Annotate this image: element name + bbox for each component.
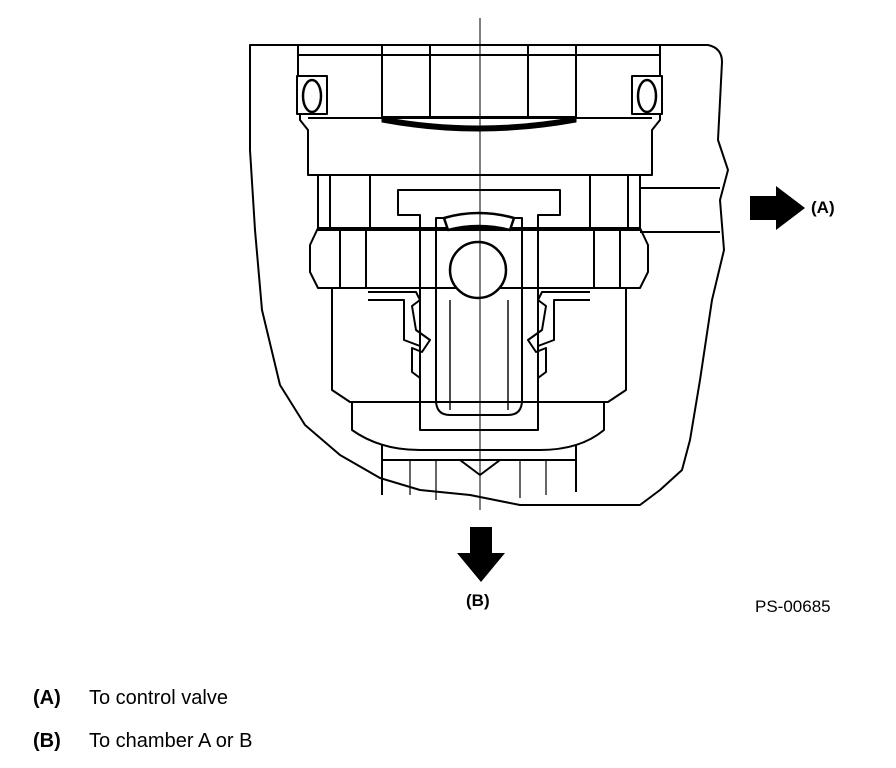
poppet-inner <box>435 217 523 416</box>
arrow-to-b-icon <box>457 527 505 582</box>
poppet-bore-lines <box>449 300 509 410</box>
lower-collar <box>351 402 605 451</box>
legend-key: (B) <box>33 730 61 752</box>
mid-body <box>317 174 641 231</box>
valve-cross-section-diagram <box>249 18 805 582</box>
hex-nut-flats <box>339 228 621 288</box>
legend-text: To chamber A or B <box>89 730 253 752</box>
housing-outline <box>249 44 729 506</box>
mid-body-steps <box>329 175 629 228</box>
legend-key: (A) <box>33 687 61 709</box>
o-ring-left <box>301 78 323 114</box>
o-ring-right <box>636 78 658 114</box>
legend-text: To control valve <box>89 687 228 709</box>
poppet-outer <box>397 189 561 431</box>
legend-item-b: (B) To chamber A or B <box>33 731 252 751</box>
check-ball <box>448 240 508 300</box>
figure-code: PS-00685 <box>755 597 831 616</box>
retainer-left <box>368 291 431 385</box>
hex-cap-chamfer <box>381 116 577 132</box>
legend-item-a: (A) To control valve <box>33 688 228 708</box>
callout-label-a: (A) <box>811 198 835 217</box>
retainer-right-inner <box>537 299 590 347</box>
stem-threads <box>409 460 547 500</box>
arrow-to-a-icon <box>750 186 805 230</box>
retainer-left-inner <box>368 299 421 347</box>
cap-top-rim <box>297 45 661 78</box>
retainer-right <box>527 291 590 385</box>
lower-body <box>331 288 627 403</box>
bottom-stem <box>381 445 577 495</box>
callout-label-b: (B) <box>466 591 490 610</box>
poppet-slot <box>442 211 516 232</box>
hex-nut <box>309 227 649 289</box>
